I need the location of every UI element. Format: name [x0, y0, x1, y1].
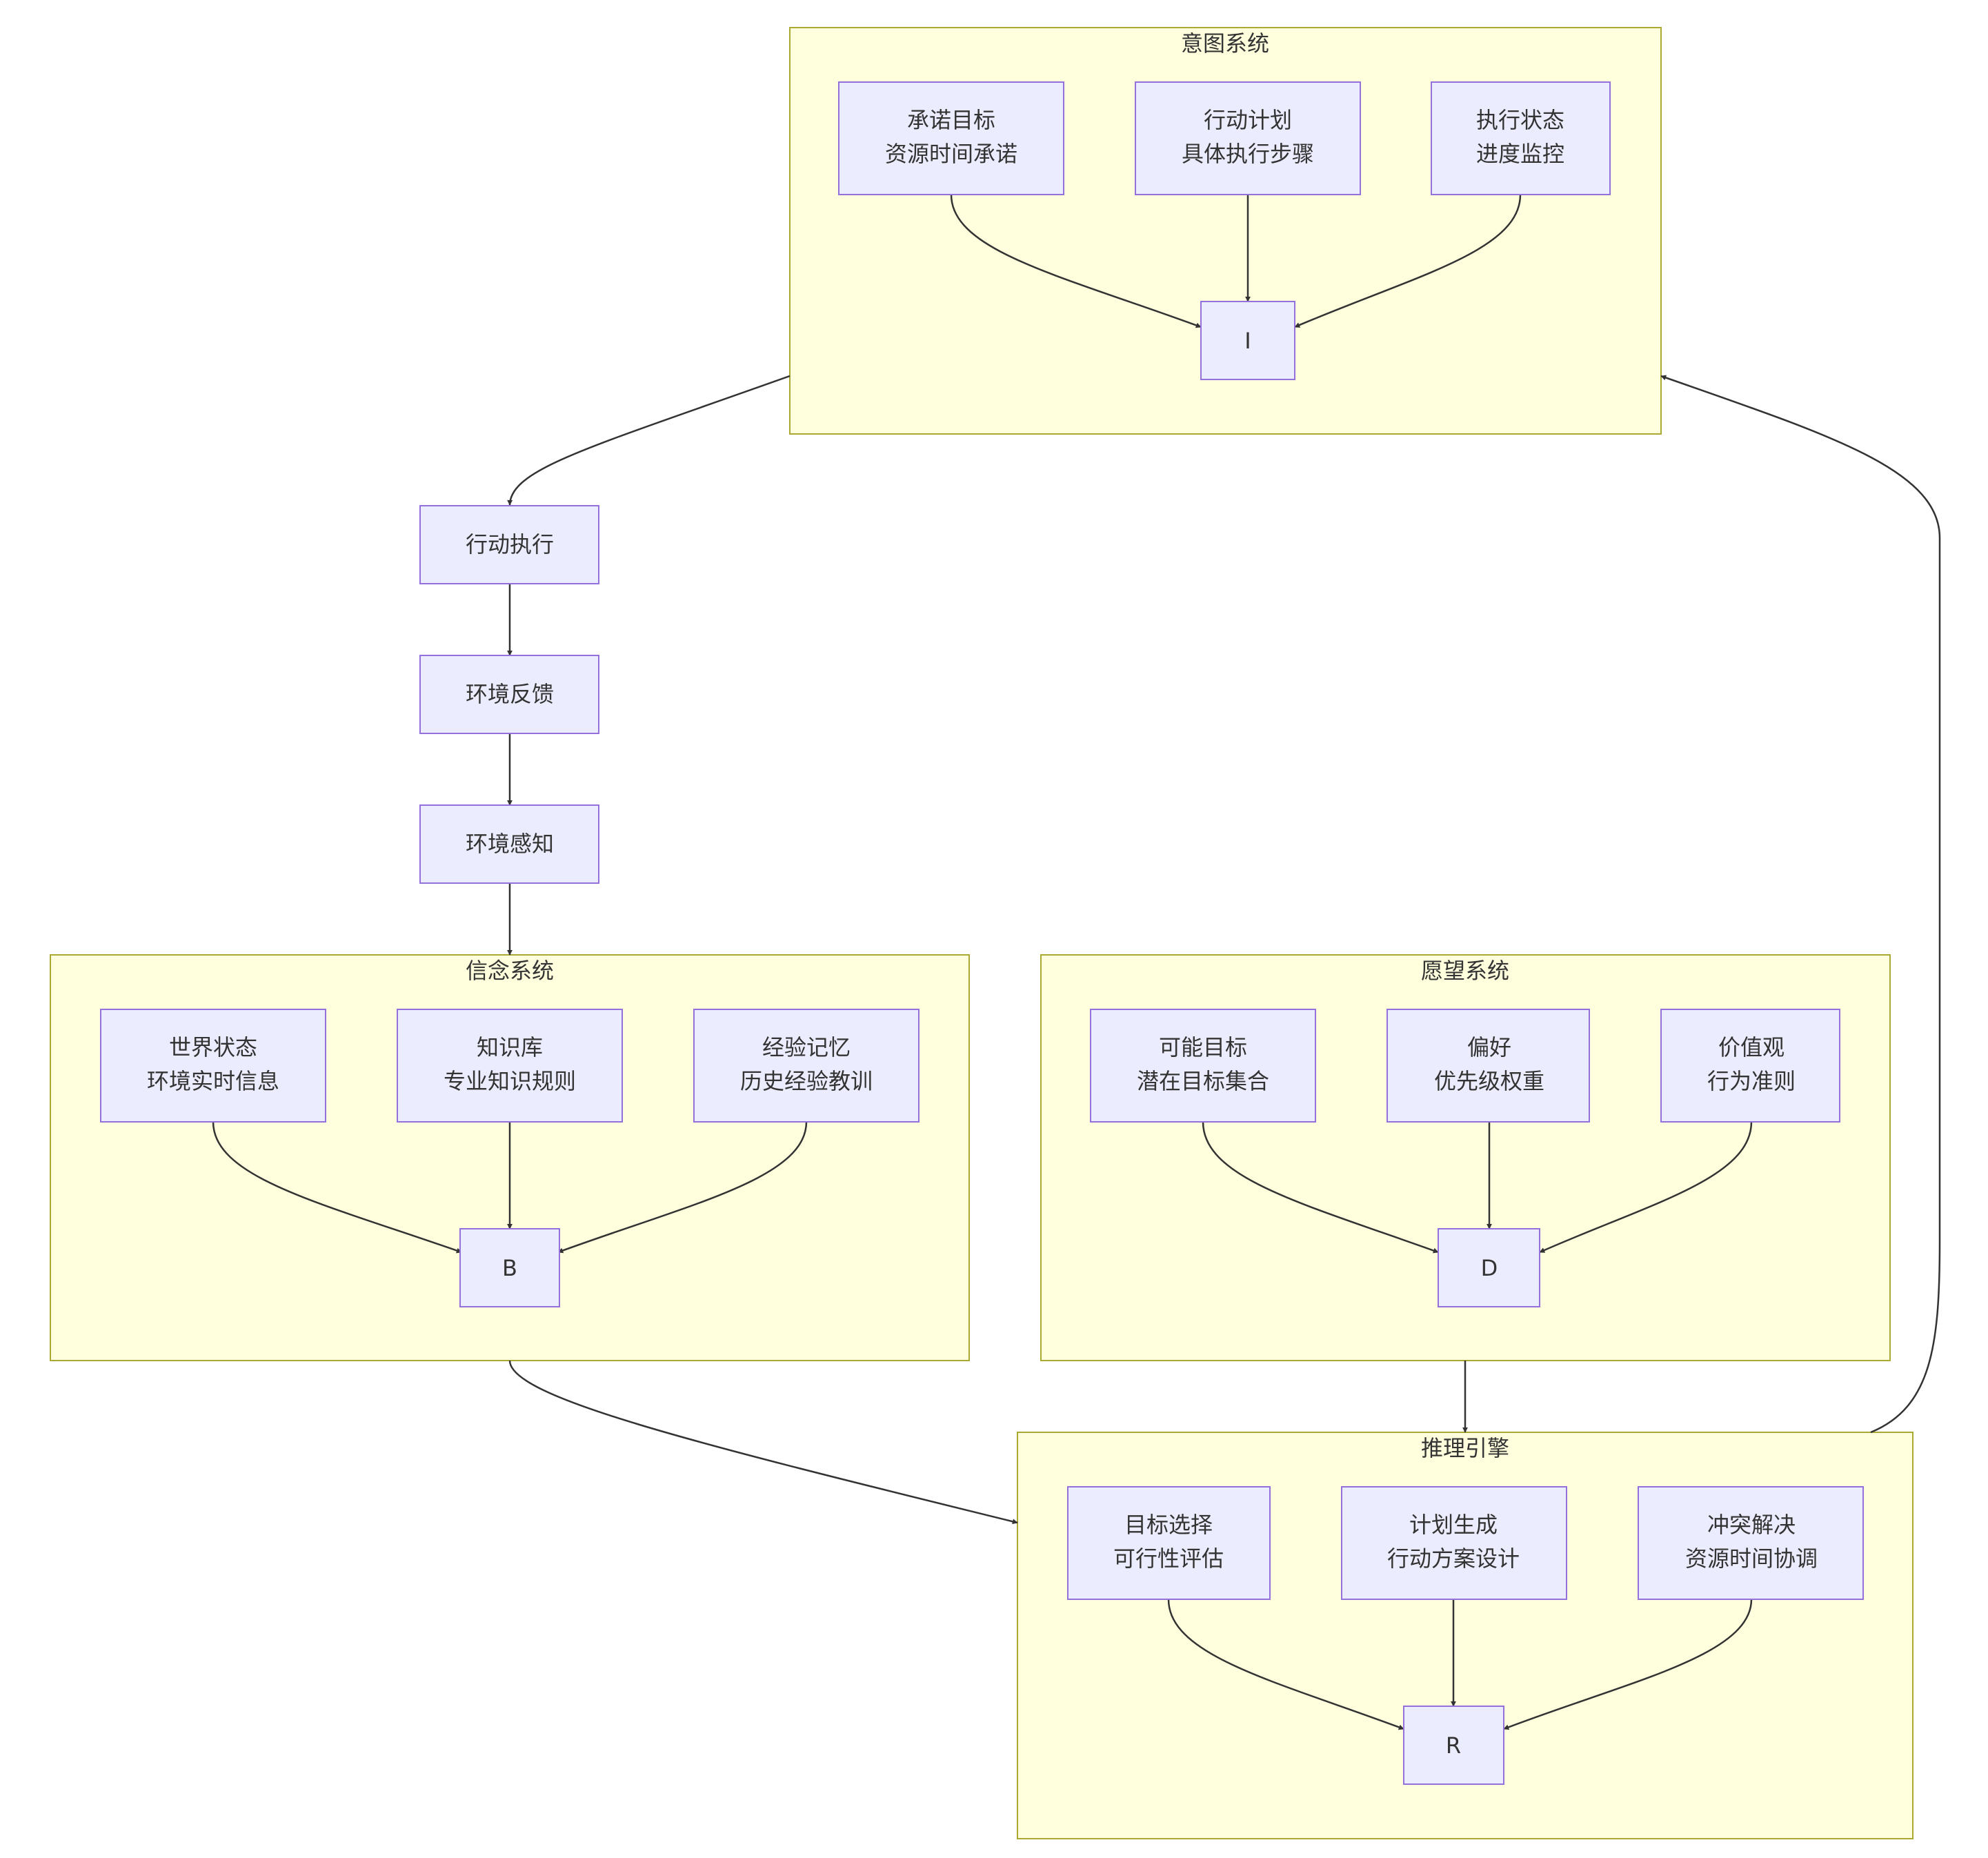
node-action-plan: 行动计划 具体执行步骤	[1135, 81, 1361, 195]
node-exec-state: 执行状态 进度监控	[1431, 81, 1611, 195]
node-possible-goal-line2: 潜在目标集合	[1137, 1068, 1269, 1094]
node-d: D	[1438, 1228, 1540, 1307]
cluster-belief-title: 信念系统	[466, 958, 554, 984]
node-preference-line2: 优先级权重	[1434, 1068, 1544, 1094]
node-commit-goal-line2: 资源时间承诺	[885, 141, 1017, 167]
node-experience-line1: 经验记忆	[762, 1034, 851, 1060]
node-plan-gen: 计划生成 行动方案设计	[1341, 1486, 1567, 1600]
node-conflict-line1: 冲突解决	[1707, 1512, 1796, 1538]
node-i-label: I	[1244, 328, 1251, 354]
node-goal-select-line1: 目标选择	[1124, 1512, 1213, 1538]
node-values: 价值观 行为准则	[1660, 1009, 1840, 1123]
node-world-state-line2: 环境实时信息	[147, 1068, 279, 1094]
node-knowledge-line1: 知识库	[477, 1034, 543, 1060]
node-experience-line2: 历史经验教训	[740, 1068, 873, 1094]
node-conflict-line2: 资源时间协调	[1685, 1545, 1818, 1572]
node-r-label: R	[1446, 1732, 1461, 1759]
node-world-state-line1: 世界状态	[169, 1034, 257, 1060]
node-knowledge-line2: 专业知识规则	[444, 1068, 576, 1094]
node-action-plan-line1: 行动计划	[1204, 107, 1292, 133]
node-possible-goal: 可能目标 潜在目标集合	[1090, 1009, 1316, 1123]
node-action-exec-label: 行动执行	[466, 531, 554, 557]
node-b: B	[459, 1228, 560, 1307]
node-commit-goal: 承诺目标 资源时间承诺	[838, 81, 1064, 195]
node-experience: 经验记忆 历史经验教训	[693, 1009, 920, 1123]
node-env-perception: 环境感知	[419, 804, 599, 884]
node-action-exec: 行动执行	[419, 505, 599, 584]
node-goal-select: 目标选择 可行性评估	[1067, 1486, 1271, 1600]
edge-experience-to-b	[557, 1121, 808, 1254]
node-world-state: 世界状态 环境实时信息	[100, 1009, 326, 1123]
edges	[212, 194, 1941, 1730]
cluster-desire-title: 愿望系统	[1421, 958, 1509, 984]
node-exec-state-line1: 执行状态	[1476, 107, 1564, 133]
cluster-intention-title: 意图系统	[1181, 30, 1269, 57]
edge-values-to-d	[1539, 1121, 1753, 1254]
node-env-feedback-label: 环境反馈	[466, 681, 554, 707]
edge-possible-goal-to-d	[1202, 1121, 1439, 1254]
node-i: I	[1200, 301, 1295, 380]
node-r: R	[1403, 1706, 1504, 1785]
node-conflict: 冲突解决 资源时间协调	[1638, 1486, 1864, 1600]
edge-exec-state-to-i	[1294, 194, 1522, 328]
node-d-label: D	[1481, 1255, 1498, 1281]
edge-goal-select-to-r	[1167, 1599, 1404, 1730]
edge-conflict-to-r	[1503, 1599, 1753, 1730]
node-possible-goal-line1: 可能目标	[1159, 1034, 1247, 1060]
node-plan-gen-line1: 计划生成	[1409, 1512, 1498, 1538]
edge-belief-to-reasoning	[508, 1360, 1018, 1525]
node-values-line1: 价值观	[1718, 1034, 1785, 1060]
node-b-label: B	[502, 1255, 517, 1281]
node-env-perception-label: 环境感知	[466, 831, 554, 857]
node-env-feedback: 环境反馈	[419, 655, 599, 734]
edge-commit-goal-to-i	[950, 194, 1202, 328]
node-commit-goal-line1: 承诺目标	[907, 107, 995, 133]
node-exec-state-line2: 进度监控	[1476, 141, 1564, 167]
node-preference-line1: 偏好	[1467, 1034, 1511, 1060]
node-plan-gen-line2: 行动方案设计	[1387, 1545, 1520, 1572]
node-preference: 偏好 优先级权重	[1386, 1009, 1590, 1123]
edge-world-state-to-b	[212, 1121, 462, 1254]
node-knowledge: 知识库 专业知识规则	[397, 1009, 623, 1123]
edge-intention-to-action-exec	[507, 375, 791, 506]
cluster-reasoning-title: 推理引擎	[1421, 1435, 1509, 1461]
node-values-line2: 行为准则	[1707, 1068, 1796, 1094]
node-goal-select-line2: 可行性评估	[1113, 1545, 1224, 1572]
node-action-plan-line2: 具体执行步骤	[1182, 141, 1314, 167]
edge-reasoning-to-intention	[1660, 375, 1941, 1434]
